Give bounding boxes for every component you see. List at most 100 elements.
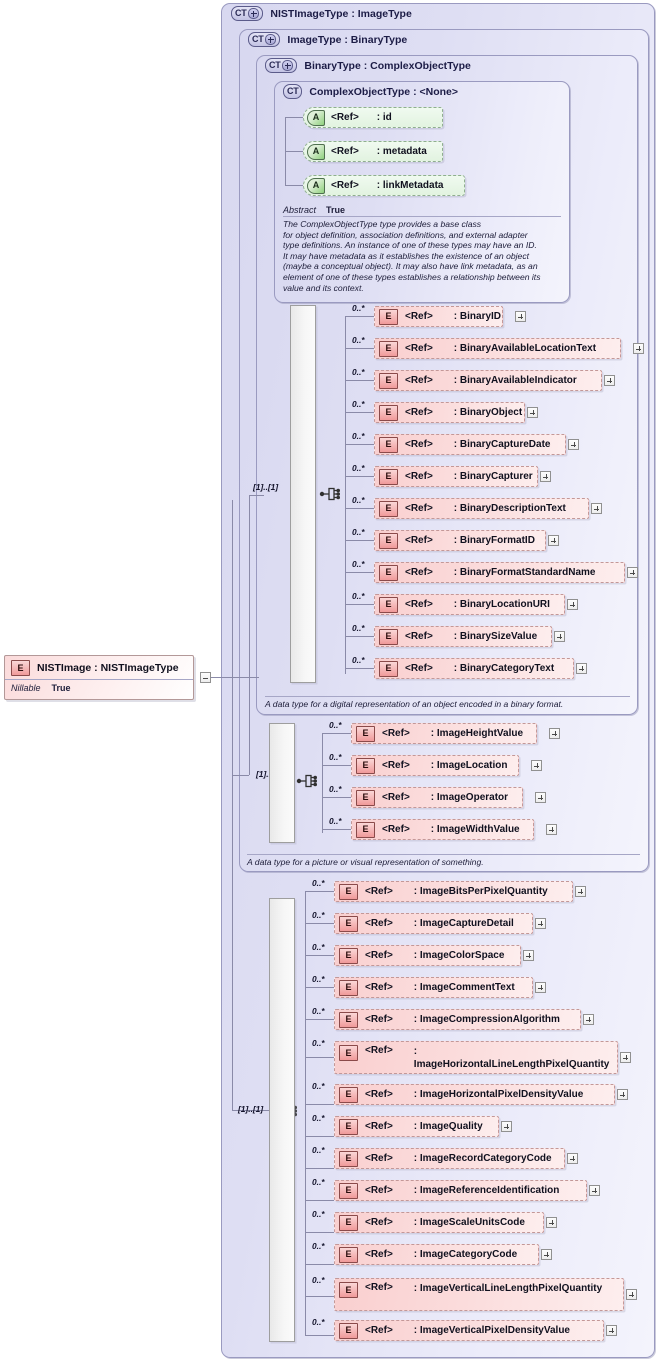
element-row-imagelocation[interactable]: E <Ref> : ImageLocation bbox=[351, 755, 519, 776]
element-expand-button[interactable] bbox=[554, 631, 565, 642]
element-expand-button[interactable] bbox=[633, 343, 644, 354]
element-badge-icon: E bbox=[379, 532, 398, 549]
element-row-imagecompressionalgorithm[interactable]: E <Ref> : ImageCompressionAlgorithm bbox=[334, 1009, 581, 1030]
element-expand-button[interactable] bbox=[591, 503, 602, 514]
element-row-imageheightvalue[interactable]: E <Ref> : ImageHeightValue bbox=[351, 723, 537, 744]
element-expand-button[interactable] bbox=[606, 1325, 617, 1336]
element-row-binaryavailableindicator[interactable]: E <Ref> : BinaryAvailableIndicator bbox=[374, 370, 602, 391]
sequence-icon bbox=[319, 487, 340, 501]
element-row-imageverticalpixeldensityvalue[interactable]: E <Ref> : ImageVerticalPixelDensityValue bbox=[334, 1320, 604, 1341]
element-row-imagescaleunitscode[interactable]: E <Ref> : ImageScaleUnitsCode bbox=[334, 1212, 544, 1233]
element-name: : ImageBitsPerPixelQuantity bbox=[413, 886, 548, 897]
element-row-binarydescriptiontext[interactable]: E <Ref> : BinaryDescriptionText bbox=[374, 498, 589, 519]
element-row-imageverticallinelengthpixelquantity[interactable]: E <Ref> : ImageVerticalLineLengthPixelQu… bbox=[334, 1278, 624, 1311]
element-expand-button[interactable] bbox=[617, 1089, 628, 1100]
element-expand-button[interactable] bbox=[546, 824, 557, 835]
element-expand-button[interactable] bbox=[535, 792, 546, 803]
element-row-binarylocationuri[interactable]: E <Ref> : BinaryLocationURI bbox=[374, 594, 565, 615]
element-row-imagecapturedetail[interactable]: E <Ref> : ImageCaptureDetail bbox=[334, 913, 533, 934]
complextype-header-imagetype[interactable]: CT ImageType : BinaryType bbox=[248, 32, 407, 47]
element-expand-button[interactable] bbox=[501, 1121, 512, 1132]
complextype-header-binarytype[interactable]: CT BinaryType : ComplexObjectType bbox=[265, 58, 471, 73]
element-name: : BinaryFormatStandardName bbox=[453, 567, 596, 578]
element-row-binaryformatid[interactable]: E <Ref> : BinaryFormatID bbox=[374, 530, 546, 551]
attribute-row-linkmetadata[interactable]: A <Ref> : linkMetadata bbox=[303, 175, 465, 196]
element-expand-button[interactable] bbox=[583, 1014, 594, 1025]
element-expand-button[interactable] bbox=[567, 599, 578, 610]
element-row-imagewidthvalue[interactable]: E <Ref> : ImageWidthValue bbox=[351, 819, 534, 840]
element-row-binaryavailablelocationtext[interactable]: E <Ref> : BinaryAvailableLocationText bbox=[374, 338, 621, 359]
elem-connector bbox=[322, 797, 351, 798]
element-row-imagequality[interactable]: E <Ref> : ImageQuality bbox=[334, 1116, 499, 1137]
element-row-binaryid[interactable]: E <Ref> : BinaryID bbox=[374, 306, 503, 327]
element-row-binarysizevalue[interactable]: E <Ref> : BinarySizeValue bbox=[374, 626, 552, 647]
element-cardinality: 0..* bbox=[312, 1038, 325, 1048]
element-cardinality: 0..* bbox=[312, 1177, 325, 1187]
element-cardinality: 0..* bbox=[312, 1006, 325, 1016]
element-ref-label: <Ref> bbox=[405, 631, 433, 642]
group1-spine bbox=[345, 316, 346, 674]
element-row-imagecolorspace[interactable]: E <Ref> : ImageColorSpace bbox=[334, 945, 521, 966]
element-expand-button[interactable] bbox=[535, 982, 546, 993]
element-row-imagerecordcategorycode[interactable]: E <Ref> : ImageRecordCategoryCode bbox=[334, 1148, 565, 1169]
complextype-header-nistimagetype[interactable]: CT NISTImageType : ImageType bbox=[231, 6, 412, 21]
element-expand-button[interactable] bbox=[589, 1185, 600, 1196]
element-badge-icon: E bbox=[379, 404, 398, 421]
element-name: : ImageCategoryCode bbox=[413, 1249, 518, 1260]
element-badge-icon: E bbox=[339, 979, 358, 996]
element-cardinality: 0..* bbox=[352, 335, 365, 345]
element-row-binaryformatstandardname[interactable]: E <Ref> : BinaryFormatStandardName bbox=[374, 562, 625, 583]
element-row-binaryobject[interactable]: E <Ref> : BinaryObject bbox=[374, 402, 525, 423]
element-expand-button[interactable] bbox=[567, 1153, 578, 1164]
elem-connector bbox=[345, 604, 374, 605]
element-ref-label: <Ref> bbox=[405, 663, 433, 674]
element-name: : ImageVerticalPixelDensityValue bbox=[413, 1325, 570, 1336]
element-name: : ImageCaptureDetail bbox=[413, 918, 514, 929]
element-expand-button[interactable] bbox=[531, 760, 542, 771]
element-expand-button[interactable] bbox=[546, 1217, 557, 1228]
element-expand-button[interactable] bbox=[515, 311, 526, 322]
element-row-imagecategorycode[interactable]: E <Ref> : ImageCategoryCode bbox=[334, 1244, 539, 1265]
binarytype-description: A data type for a digital representation… bbox=[265, 696, 630, 709]
element-expand-button[interactable] bbox=[568, 439, 579, 450]
element-row-imagehorizontalpixeldensityvalue[interactable]: E <Ref> : ImageHorizontalPixelDensityVal… bbox=[334, 1084, 615, 1105]
element-row-imageoperator[interactable]: E <Ref> : ImageOperator bbox=[351, 787, 523, 808]
element-row-imagecommenttext[interactable]: E <Ref> : ImageCommentText bbox=[334, 977, 533, 998]
element-name: : ImageCommentText bbox=[413, 982, 515, 993]
element-row-imagereferenceidentification[interactable]: E <Ref> : ImageReferenceIdentification bbox=[334, 1180, 587, 1201]
attr-connector-hline bbox=[285, 151, 303, 152]
element-expand-button[interactable] bbox=[575, 886, 586, 897]
element-cardinality: 0..* bbox=[312, 1241, 325, 1251]
element-expand-button[interactable] bbox=[548, 535, 559, 546]
element-row-imagebitsperpixelquantity[interactable]: E <Ref> : ImageBitsPerPixelQuantity bbox=[334, 881, 573, 902]
element-row-binarycapturer[interactable]: E <Ref> : BinaryCapturer bbox=[374, 466, 538, 487]
element-expand-button[interactable] bbox=[527, 407, 538, 418]
elem-connector bbox=[345, 508, 374, 509]
sequence-icon bbox=[296, 774, 317, 788]
complextype-header-complexobjecttype[interactable]: CT ComplexObjectType : <None> bbox=[283, 84, 458, 99]
element-expand-button[interactable] bbox=[627, 567, 638, 578]
element-expand-button[interactable] bbox=[549, 728, 560, 739]
element-expand-button[interactable] bbox=[620, 1052, 631, 1063]
sequence-cardinality-binary: [1]..[1] bbox=[253, 482, 279, 492]
element-expand-button[interactable] bbox=[523, 950, 534, 961]
element-row-imagehorizontallinelengthpixelquantity[interactable]: E <Ref> : ImageHorizontalLineLengthPixel… bbox=[334, 1041, 618, 1074]
root-collapse-button[interactable] bbox=[200, 672, 211, 683]
element-expand-button[interactable] bbox=[540, 471, 551, 482]
attribute-row-id[interactable]: A <Ref> : id bbox=[303, 107, 443, 128]
root-element-box[interactable]: E NISTImage : NISTImageType Nillable Tru… bbox=[4, 655, 194, 700]
element-expand-button[interactable] bbox=[576, 663, 587, 674]
element-expand-button[interactable] bbox=[626, 1289, 637, 1300]
elem-connector bbox=[345, 572, 374, 573]
element-expand-button[interactable] bbox=[604, 375, 615, 386]
element-name: : ImageHeightValue bbox=[430, 728, 524, 739]
attribute-row-metadata[interactable]: A <Ref> : metadata bbox=[303, 141, 443, 162]
element-row-binarycategorytext[interactable]: E <Ref> : BinaryCategoryText bbox=[374, 658, 574, 679]
element-row-binarycapturedate[interactable]: E <Ref> : BinaryCaptureDate bbox=[374, 434, 566, 455]
element-ref-label: <Ref> bbox=[405, 407, 433, 418]
elem-connector bbox=[345, 348, 374, 349]
element-expand-button[interactable] bbox=[541, 1249, 552, 1260]
element-ref-label: <Ref> bbox=[405, 599, 433, 610]
element-name: : ImageQuality bbox=[413, 1121, 483, 1132]
element-expand-button[interactable] bbox=[535, 918, 546, 929]
